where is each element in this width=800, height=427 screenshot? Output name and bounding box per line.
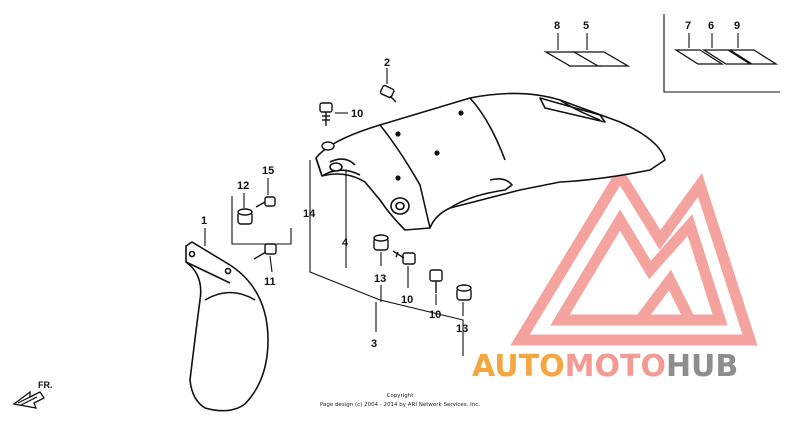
nut-12: [237, 208, 253, 225]
callout-5: 5: [583, 20, 589, 32]
hardware: [237, 84, 472, 301]
callout-4: 4: [342, 237, 349, 249]
nut-13-lower: [456, 284, 472, 301]
callout-13-upper: 13: [374, 273, 386, 285]
direction-arrow: FR.: [12, 380, 53, 409]
leader-lines: [204, 14, 780, 356]
callout-3: 3: [371, 338, 377, 350]
callout-15: 15: [262, 165, 274, 177]
callout-10-lower: 10: [429, 309, 441, 321]
callout-10-upper: 10: [351, 108, 363, 120]
nut-13-upper: [373, 234, 389, 251]
watermark-text: AUTOMOTOHUB: [472, 349, 738, 384]
callout-11: 11: [264, 276, 276, 288]
callout-1: 1: [201, 215, 207, 227]
copyright-line2: Page design (c) 2004 - 2014 by ARI Netwo…: [320, 402, 480, 408]
watermark-logo: [510, 164, 758, 346]
bolt-11: [253, 243, 277, 260]
mud-flap: [185, 241, 269, 412]
rear-fender: [315, 92, 666, 231]
direction-label: FR.: [38, 380, 53, 390]
bolt-10-lower: [429, 269, 443, 293]
callout-10-mid: 10: [401, 294, 413, 306]
callout-6: 6: [708, 20, 714, 32]
decals-right: [673, 49, 779, 65]
callout-8: 8: [554, 20, 560, 32]
washer: [321, 141, 335, 151]
bolt-2: [379, 84, 397, 103]
callout-13-lower: 13: [456, 323, 468, 335]
decals-left: [543, 51, 631, 67]
callout-9: 9: [734, 20, 740, 32]
callout-2: 2: [384, 57, 390, 69]
bolt-10-upper: [319, 102, 333, 126]
callout-12: 12: [237, 180, 249, 192]
callouts: 8 5 7 6 9 2 10 1 12 15 11 14 4 13 10 10 …: [201, 20, 740, 350]
copyright-line1: Copyright: [387, 393, 415, 399]
callout-7: 7: [685, 20, 691, 32]
bolt-10-mid: [392, 250, 416, 265]
bolt-15: [255, 196, 276, 208]
callout-14: 14: [303, 208, 316, 220]
